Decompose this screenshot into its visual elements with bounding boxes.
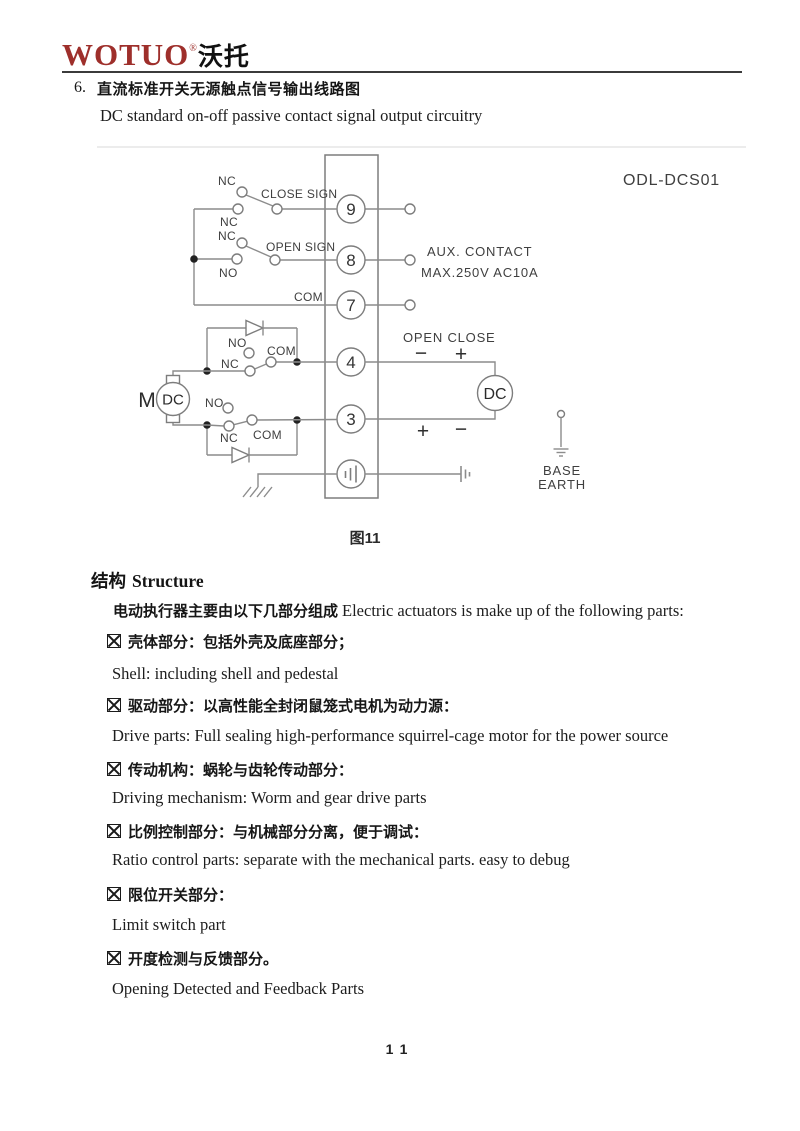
circuit-figure: ODL-DCS01 9 8 7 4 3 (97, 146, 746, 499)
structure-item-cjk: 限位开关部分： (107, 884, 233, 905)
com-label: COM (267, 344, 296, 358)
chassis-earth-icon (365, 466, 471, 482)
aux-rating-label: MAX.250V AC10A (421, 265, 538, 280)
terminal-9-number: 9 (346, 200, 355, 219)
close-sign-label: CLOSE SIGN (261, 187, 337, 201)
ground-symbol (242, 473, 337, 498)
base-earth-symbol: BASE EARTH (538, 409, 586, 492)
page-number: 11 (385, 1041, 415, 1057)
output-terminal-9 (404, 203, 416, 215)
structure-item-en: Limit switch part (112, 915, 226, 934)
structure-item-text: 传动机构：蜗轮与齿轮传动部分： (128, 762, 354, 779)
header-divider (62, 71, 742, 73)
diode-icon (245, 319, 265, 337)
output-terminal-8 (404, 254, 416, 266)
terminal-block-outline (324, 154, 379, 499)
structure-heading: 结构 Structure (91, 568, 204, 593)
structure-heading-en: Structure (132, 571, 204, 591)
structure-item-cjk: 壳体部分：包括外壳及底座部分； (107, 631, 353, 652)
terminal-7-number: 7 (346, 296, 355, 315)
base-earth-label-line1: BASE (543, 463, 581, 478)
nc-label: NC (220, 215, 238, 229)
open-sign-label: OPEN SIGN (266, 240, 335, 254)
terminal-4-number: 4 (346, 353, 355, 372)
minus-sign: − (455, 418, 467, 441)
com-label: COM (253, 428, 282, 442)
brand-wordmark: WOTUO (62, 37, 190, 72)
section-number: 6. (74, 79, 86, 96)
checked-box-icon (107, 824, 121, 838)
dc-power-source: DC OPEN CLOSE − + + − (365, 330, 514, 443)
dc-source-label: DC (483, 386, 506, 403)
terminal-3-number: 3 (346, 410, 355, 429)
structure-intro-cjk: 电动执行器主要由以下几部分组成 (113, 603, 339, 620)
nc-label: NC (221, 357, 239, 371)
model-label: ODL-DCS01 (623, 172, 720, 189)
nc-label: NC (218, 174, 236, 188)
nc-label: NC (218, 229, 236, 243)
earth-terminal-icon (336, 459, 366, 489)
brand-wordmark-cjk: 沃托 (197, 43, 250, 71)
structure-item-en: Driving mechanism: Worm and gear drive p… (112, 788, 427, 807)
terminal-block: 9 8 7 4 3 (324, 154, 416, 499)
structure-heading-cjk: 结构 (91, 571, 126, 591)
motor-type-label: DC (162, 392, 184, 409)
terminal-8-number: 8 (346, 251, 355, 270)
figure-caption: 图11 (349, 530, 381, 547)
section-title-cjk: 直流标准开关无源触点信号输出线路图 (97, 81, 361, 98)
checked-box-icon (107, 887, 121, 901)
signal-switch-circuit: NC CLOSE SIGN NC NC OPEN SIGN NO COM (190, 174, 337, 306)
structure-item-cjk: 传动机构：蜗轮与齿轮传动部分： (107, 759, 353, 780)
motor-switch-upper: NO COM NC (207, 336, 337, 377)
motor-label: M (138, 389, 156, 412)
nc-label: NC (220, 431, 238, 445)
open-sign-switch: NC OPEN SIGN NO (218, 229, 337, 280)
motor-switch-lower: NO NC COM (205, 396, 338, 445)
plus-sign: + (455, 343, 467, 366)
structure-item-text: 驱动部分：以高性能全封闭鼠笼式电机为动力源： (128, 698, 459, 715)
structure-item-en: Shell: including shell and pedestal (112, 664, 339, 683)
structure-item-en: Opening Detected and Feedback Parts (112, 979, 364, 998)
aux-contact-label: AUX. CONTACT (427, 244, 532, 259)
structure-intro-en: Electric actuators is make up of the fol… (342, 601, 684, 620)
structure-item-text: 限位开关部分： (128, 887, 234, 904)
dc-motor-icon: M DC (138, 374, 191, 424)
base-earth-label-line2: EARTH (538, 477, 586, 492)
structure-item-en: Drive parts: Full sealing high-performan… (112, 726, 669, 745)
no-label: NO (228, 336, 247, 350)
motor-circuit: M DC NO COM NC NO NC COM (138, 319, 338, 464)
checked-box-icon (107, 634, 121, 648)
aux-contact-labels: AUX. CONTACT MAX.250V AC10A (421, 244, 538, 280)
registered-trademark-icon: ® (189, 43, 197, 54)
plus-sign: + (417, 420, 429, 443)
structure-item-cjk: 开度检测与反馈部分。 (107, 948, 278, 969)
structure-item-text: 比例控制部分：与机械部分分离，便于调试： (128, 824, 429, 841)
minus-sign: − (415, 342, 427, 365)
brand-logo: WOTUO®沃托 (62, 37, 250, 73)
checked-box-icon (107, 762, 121, 776)
no-label: NO (219, 266, 238, 280)
no-label: NO (205, 396, 224, 410)
structure-item-cjk: 驱动部分：以高性能全封闭鼠笼式电机为动力源： (107, 695, 458, 716)
checked-box-icon (107, 951, 121, 965)
output-terminal-7 (404, 299, 416, 311)
diode-icon (231, 446, 251, 464)
structure-item-text: 开度检测与反馈部分。 (128, 951, 279, 968)
open-close-label: OPEN CLOSE (403, 330, 496, 345)
structure-item-en: Ratio control parts: separate with the m… (112, 850, 570, 869)
section-title-en: DC standard on-off passive contact signa… (100, 106, 483, 125)
checked-box-icon (107, 698, 121, 712)
structure-item-text: 壳体部分：包括外壳及底座部分； (128, 634, 354, 651)
structure-item-cjk: 比例控制部分：与机械部分分离，便于调试： (107, 821, 428, 842)
close-sign-switch: NC CLOSE SIGN NC (218, 174, 337, 229)
com-label: COM (294, 290, 323, 304)
